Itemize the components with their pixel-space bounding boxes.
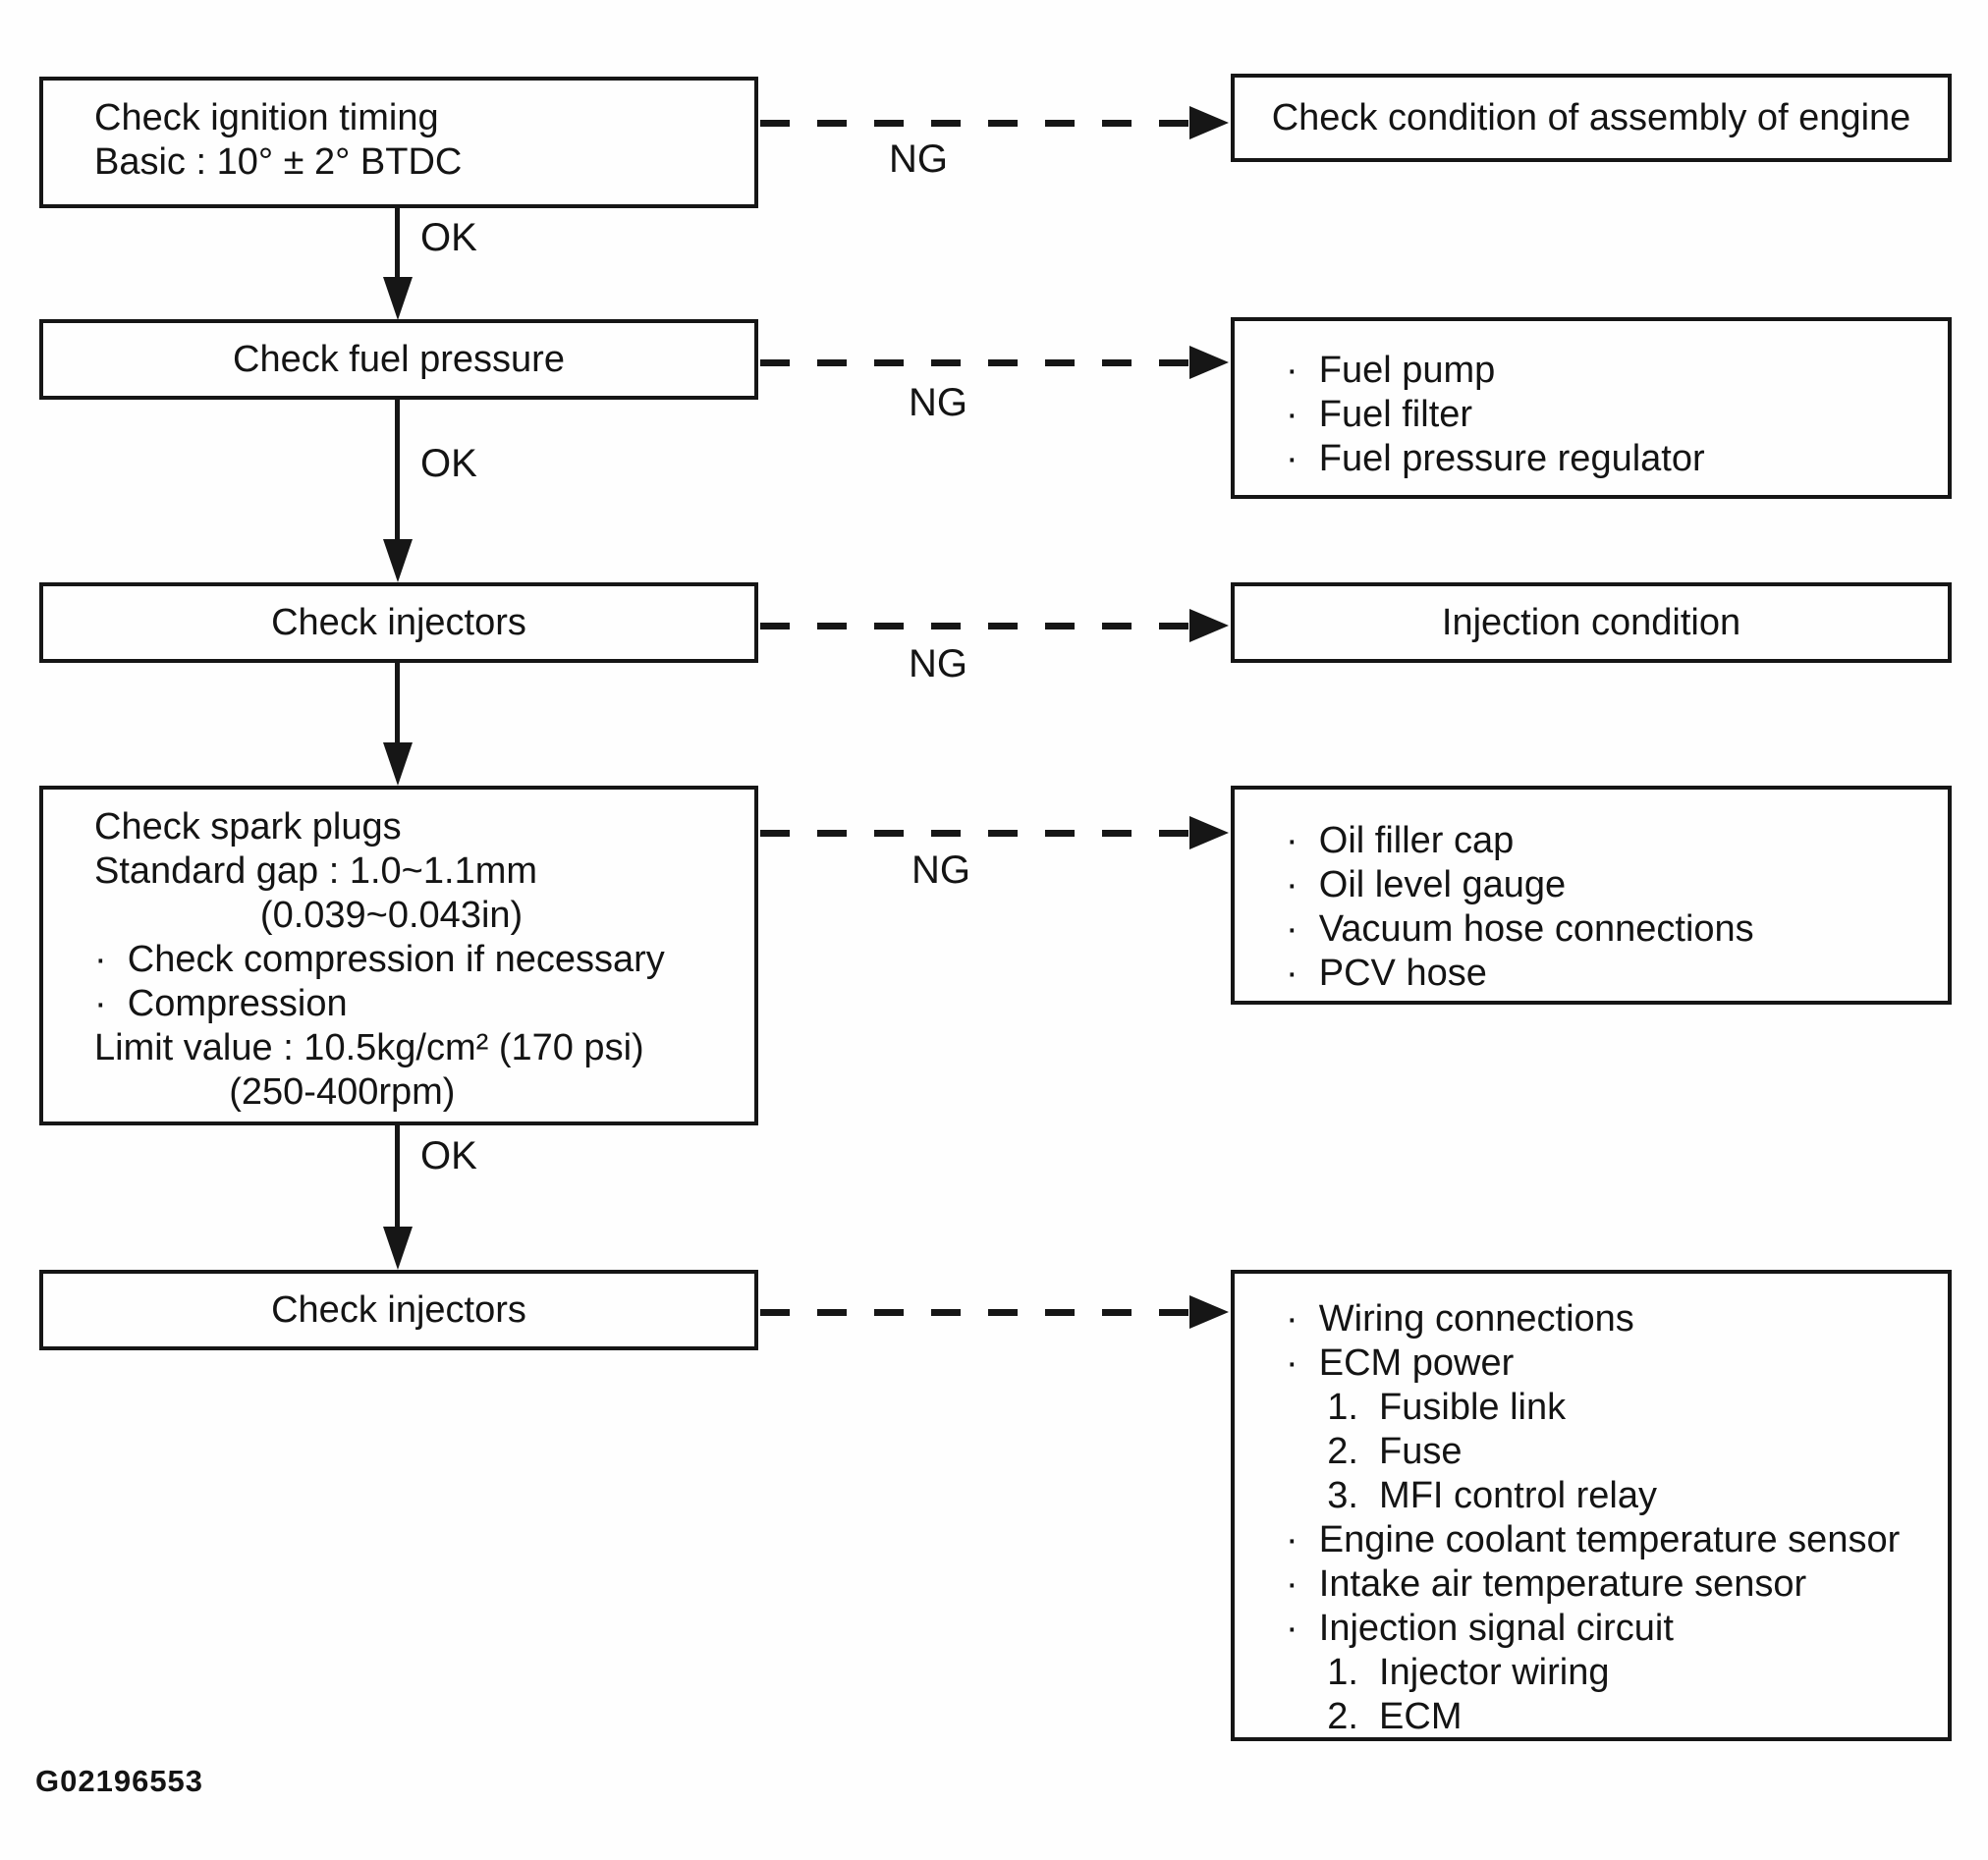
ok-label-2: OK — [420, 442, 477, 485]
text-line: Check ignition timing — [94, 97, 439, 138]
text-line: Limit value : 10.5kg/cm² (170 psi) — [94, 1027, 644, 1068]
text-line: Check injectors — [271, 601, 526, 643]
result-box-engine-assembly: Check condition of assembly of engine — [1231, 74, 1952, 162]
text-line: (250-400rpm) — [94, 1071, 456, 1113]
text-line: Check condition of assembly of engine — [1271, 96, 1911, 138]
text-line: · Fuel pump — [1286, 350, 1496, 391]
text-line: 1. Fusible link — [1286, 1387, 1567, 1428]
ng-arrow-head-1 — [1189, 106, 1229, 139]
ng-label-1: NG — [889, 137, 948, 181]
text-line: · PCV hose — [1286, 953, 1487, 994]
ng-label-4: NG — [911, 848, 970, 892]
text-line: · Compression — [94, 983, 348, 1024]
ng-arrow-head-4 — [1189, 816, 1229, 849]
text-line: (0.039~0.043in) — [94, 895, 524, 936]
text-line: 2. ECM — [1286, 1696, 1463, 1737]
down-arrow-line-1 — [395, 208, 400, 281]
text-line: Check fuel pressure — [233, 338, 565, 380]
text-line: · Injection signal circuit — [1286, 1608, 1674, 1649]
text-line: 1. Injector wiring — [1286, 1652, 1610, 1693]
text-line: · Check compression if necessary — [94, 939, 665, 980]
ng-arrow-line-5 — [760, 1309, 1190, 1316]
text-line: Check injectors — [271, 1288, 526, 1331]
ok-label-1: OK — [420, 216, 477, 259]
ng-arrow-head-2 — [1189, 346, 1229, 379]
text-line: · Wiring connections — [1286, 1298, 1634, 1340]
figure-id: G02196553 — [35, 1764, 204, 1798]
result-box-electrical-system: · Wiring connections· ECM power 1. Fusib… — [1231, 1270, 1952, 1741]
text-line: · Oil filler cap — [1286, 820, 1515, 861]
text-line: · Engine coolant temperature sensor — [1286, 1519, 1901, 1560]
step-box-check-injectors-1: Check injectors — [39, 582, 758, 663]
result-box-injection-condition: Injection condition — [1231, 582, 1952, 663]
down-arrow-head-1 — [383, 277, 413, 320]
down-arrow-line-4 — [395, 1125, 400, 1229]
step-box-check-fuel-pressure: Check fuel pressure — [39, 319, 758, 400]
text-line: · Vacuum hose connections — [1286, 908, 1754, 950]
ng-arrow-head-3 — [1189, 609, 1229, 642]
text-line: Injection condition — [1441, 601, 1741, 643]
down-arrow-head-2 — [383, 539, 413, 582]
ng-label-3: NG — [909, 642, 967, 685]
text-line: Standard gap : 1.0~1.1mm — [94, 850, 538, 892]
ng-arrow-line-2 — [760, 359, 1190, 366]
down-arrow-head-3 — [383, 742, 413, 786]
text-line: · Intake air temperature sensor — [1286, 1563, 1807, 1605]
result-box-fuel-system: · Fuel pump· Fuel filter· Fuel pressure … — [1231, 317, 1952, 499]
down-arrow-head-4 — [383, 1227, 413, 1270]
down-arrow-line-2 — [395, 400, 400, 541]
text-line: Basic : 10° ± 2° BTDC — [94, 141, 463, 183]
down-arrow-line-3 — [395, 663, 400, 744]
ng-arrow-line-4 — [760, 830, 1190, 837]
text-line: · Fuel filter — [1286, 394, 1473, 435]
text-line: Check spark plugs — [94, 806, 402, 848]
text-line: · Fuel pressure regulator — [1286, 438, 1705, 479]
text-line: · Oil level gauge — [1286, 864, 1567, 905]
ng-label-2: NG — [909, 381, 967, 424]
ng-arrow-line-1 — [760, 120, 1190, 127]
ng-arrow-head-5 — [1189, 1295, 1229, 1329]
result-box-engine-sealing: · Oil filler cap· Oil level gauge· Vacuu… — [1231, 786, 1952, 1005]
text-line: · ECM power — [1286, 1342, 1515, 1384]
ng-arrow-line-3 — [760, 623, 1190, 629]
step-box-check-injectors-2: Check injectors — [39, 1270, 758, 1350]
text-line: 2. Fuse — [1286, 1431, 1463, 1472]
text-line: 3. MFI control relay — [1286, 1475, 1657, 1516]
ok-label-3: OK — [420, 1134, 477, 1177]
